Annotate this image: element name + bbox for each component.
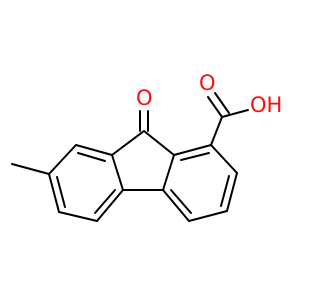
bond-c3-c4 [188, 210, 228, 222]
bond-c4-c4b [162, 189, 190, 222]
bond-c6-c5 [58, 211, 98, 222]
structure-diagram: O O OH [11, 71, 282, 222]
bond-methyl [11, 163, 50, 175]
bond-c8a-c8 [75, 144, 113, 156]
bond-cooh-c-o-b [214, 92, 230, 114]
bond-c9a-c1 [173, 144, 212, 156]
bond-c9-c9a [143, 130, 175, 156]
bond-c5-c4a-inner [94, 189, 116, 214]
bond-c1-c2 [210, 144, 238, 174]
carbonyl-oxygen-label: O [199, 71, 216, 95]
bond-c8-c7 [48, 144, 77, 175]
bond-c7-c6-inner [56, 176, 66, 208]
bond-c4a-c8a [111, 154, 124, 191]
bond-c7-c6 [48, 173, 60, 213]
bond-c9a-c4b [162, 154, 175, 191]
bond-c9-c8a [111, 130, 145, 156]
bond-c2-c3 [226, 172, 238, 212]
bond-c1-cooh [210, 116, 223, 146]
bond-cooh-c-oh [221, 109, 249, 118]
bond-c4-c4b-inner [170, 189, 192, 214]
molecule-canvas: O O OH [11, 71, 283, 222]
bond-c9a-c1-inner [180, 152, 210, 161]
ketone-oxygen-label: O [136, 86, 153, 110]
bond-c2-c3-inner [220, 175, 230, 207]
bond-c5-c4a [96, 189, 124, 222]
hydroxyl-label: OH [250, 93, 282, 117]
bond-cooh-c-o-a [207, 96, 223, 118]
bond-c8a-c8-inner [77, 152, 106, 162]
